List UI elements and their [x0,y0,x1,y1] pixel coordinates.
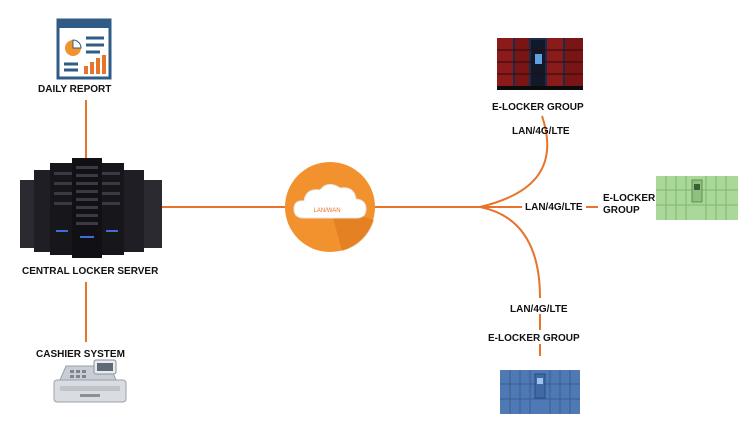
connector-lines [85,100,598,356]
red-locker-icon [497,38,583,90]
daily-report-label: DAILY REPORT [38,84,112,95]
connector-hub-locker-top [479,115,549,208]
green-locker-icon [656,176,738,220]
locker-right-label-line1: E-LOCKER [603,193,656,204]
cash-register-icon [53,359,127,403]
locker-bottom-label: E-LOCKER GROUP [488,333,580,344]
cashier-system-label: CASHIER SYSTEM [36,349,125,360]
cloud-label: LAN/WAN [313,208,340,214]
connector-hub-locker-bottom-a [479,206,541,299]
central-server-label: CENTRAL LOCKER SERVER [22,266,159,277]
server-rack-icon [20,158,162,258]
blue-locker-icon [500,370,580,414]
locker-right-link-label: LAN/4G/LTE [525,202,583,213]
locker-top-label: E-LOCKER GROUP [492,102,584,113]
report-document-icon [56,18,112,80]
locker-right-label-line2: GROUP [603,205,640,216]
cloud-icon [285,162,375,252]
locker-bottom-link-label: LAN/4G/LTE [510,304,568,315]
locker-top-link-label: LAN/4G/LTE [512,126,570,137]
